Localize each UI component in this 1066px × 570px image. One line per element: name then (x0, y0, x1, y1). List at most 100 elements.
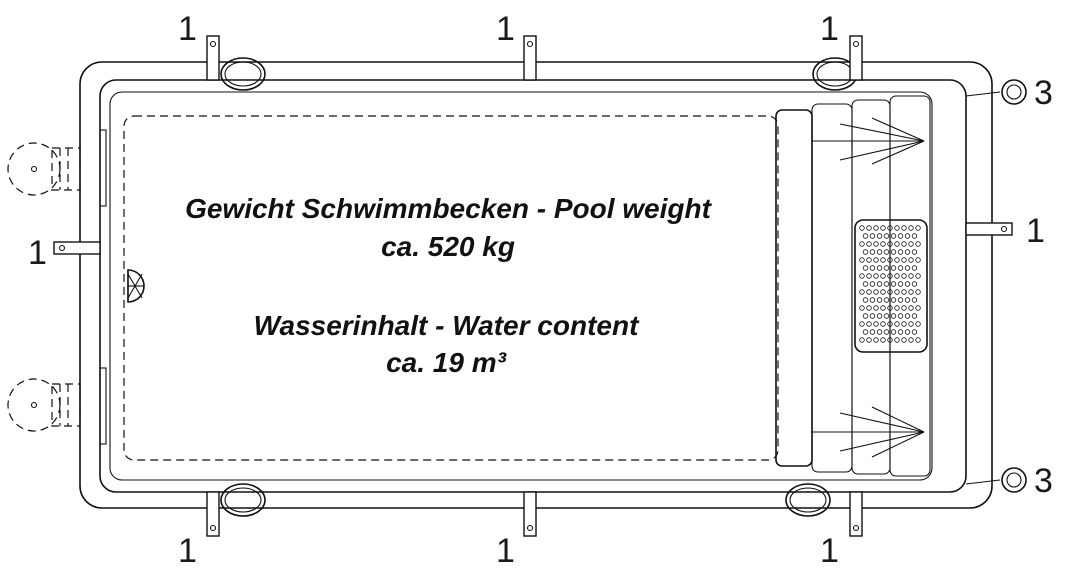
label-top-center: 1 (496, 10, 515, 48)
connector-bottom (965, 467, 1027, 493)
label-right-bottom: 3 (1034, 462, 1053, 500)
filter-hole (859, 225, 865, 231)
filter-hole (876, 297, 883, 303)
filter-hole (887, 273, 893, 279)
filter-hole (897, 233, 904, 239)
filter-hole (901, 257, 907, 263)
filter-hole (904, 265, 911, 271)
filter-hole (887, 337, 893, 343)
filter-hole (862, 313, 869, 319)
filter-hole (862, 265, 869, 271)
filter-hole (873, 273, 879, 279)
filter-hole (880, 225, 886, 231)
filter-hole (908, 305, 914, 311)
lift-tab-bottom-left (206, 491, 220, 537)
filter-hole (866, 337, 872, 343)
filter-hole (876, 329, 883, 335)
filter-hole (873, 225, 879, 231)
filter-hole (873, 241, 879, 247)
filter-hole (894, 321, 900, 327)
lift-tab-bottom-right (849, 491, 863, 537)
pool-body (99, 79, 967, 493)
filter-hole (897, 265, 904, 271)
filter-hole (880, 337, 886, 343)
filter-hole (915, 257, 921, 263)
filter-hole (869, 297, 876, 303)
filter-hole (915, 305, 921, 311)
filter-hole (915, 273, 921, 279)
filter-hole (880, 289, 886, 295)
filter-hole (862, 233, 869, 239)
filter-hole (911, 313, 918, 319)
filter-hole (859, 241, 865, 247)
filter-hole (862, 329, 869, 335)
filter-hole (890, 313, 897, 319)
filter-hole (901, 241, 907, 247)
filter-hole (887, 305, 893, 311)
filter-hole (901, 273, 907, 279)
lift-tab-top-center (523, 35, 537, 81)
filter-grid (854, 219, 928, 353)
filter-hole (859, 305, 865, 311)
filter-hole (883, 233, 890, 239)
filter-hole (859, 257, 865, 263)
filter-hole (873, 257, 879, 263)
label-right-top: 3 (1034, 74, 1053, 112)
label-bottom-left: 1 (178, 532, 197, 570)
filter-hole (894, 273, 900, 279)
filter-hole (894, 305, 900, 311)
pool-floor-dashed (123, 115, 779, 461)
filter-hole (904, 313, 911, 319)
filter-hole (876, 313, 883, 319)
filter-hole (869, 329, 876, 335)
filter-hole (908, 225, 914, 231)
filter-hole (866, 305, 872, 311)
filter-hole (904, 297, 911, 303)
filter-hole (880, 257, 886, 263)
filter-hole (897, 281, 904, 287)
filter-hole (869, 265, 876, 271)
filter-hole (869, 249, 876, 255)
water-content-title: Wasserinhalt - Water content (254, 310, 640, 341)
filter-hole (866, 241, 872, 247)
flow-arrows-bottom (812, 406, 925, 458)
pump-icon-top (7, 142, 81, 196)
filter-hole (915, 241, 921, 247)
filter-hole (883, 281, 890, 287)
label-left-mid: 1 (28, 234, 47, 272)
filter-hole (873, 337, 879, 343)
filter-hole (866, 273, 872, 279)
filter-hole (859, 289, 865, 295)
left-slot-bottom (99, 367, 107, 445)
steps (775, 95, 931, 477)
filter-hole (911, 297, 918, 303)
filter-hole (873, 305, 879, 311)
filter-hole (866, 289, 872, 295)
filter-hole (904, 329, 911, 335)
label-top-right: 1 (820, 10, 839, 48)
filter-hole (901, 305, 907, 311)
lift-tab-bottom-center (523, 491, 537, 537)
filter-hole (862, 249, 869, 255)
filter-hole (887, 225, 893, 231)
filter-hole (911, 249, 918, 255)
filter-hole (880, 305, 886, 311)
filter-hole (869, 281, 876, 287)
filter-hole (883, 329, 890, 335)
filter-hole (859, 321, 865, 327)
bottom-roller-left (220, 483, 266, 517)
water-content-value: ca. 19 m³ (386, 347, 507, 378)
label-bottom-right: 1 (820, 532, 839, 570)
filter-hole (894, 257, 900, 263)
filter-hole (901, 321, 907, 327)
label-top-left: 1 (178, 10, 197, 48)
label-bottom-center: 1 (496, 532, 515, 570)
filter-hole (873, 321, 879, 327)
filter-hole (904, 233, 911, 239)
filter-hole (890, 297, 897, 303)
filter-hole (880, 321, 886, 327)
connector-top (965, 79, 1027, 105)
filter-hole (890, 281, 897, 287)
lift-tab-top-right (849, 35, 863, 81)
filter-hole (887, 241, 893, 247)
